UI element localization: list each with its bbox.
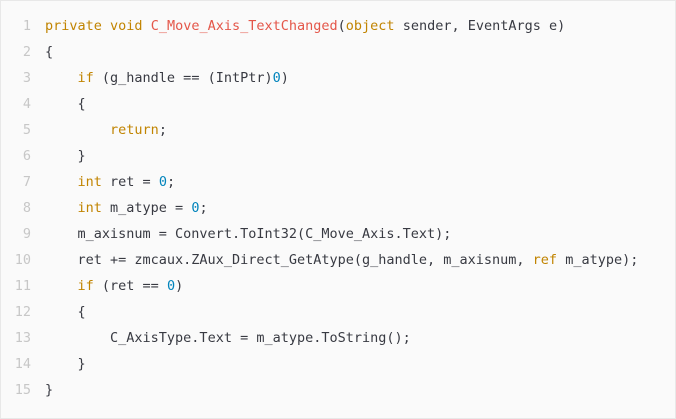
code-token-plain: }: [77, 356, 86, 372]
code-indent: [45, 122, 110, 138]
code-token-plain: sender, EventArgs e): [394, 18, 566, 34]
code-token-kw: int: [77, 200, 102, 216]
code-token-kw: private: [45, 18, 102, 34]
code-indent: [45, 70, 78, 86]
line-number: 8: [22, 200, 31, 216]
code-token-plain: }: [45, 382, 54, 398]
code-line: 6 }: [1, 143, 675, 169]
code-indent: [45, 148, 78, 164]
line-number: 6: [22, 148, 31, 164]
code-token-plain: ): [280, 70, 289, 86]
code-indent: [45, 200, 78, 216]
code-indent: [45, 356, 78, 372]
code-text: if (g_handle == (IntPtr)0): [45, 70, 675, 86]
code-token-plain: {: [77, 96, 86, 112]
code-indent: [45, 226, 78, 242]
code-indent: [45, 330, 110, 346]
code-text: m_axisnum = Convert.ToInt32(C_Move_Axis.…: [45, 226, 675, 242]
code-token-plain: ;: [158, 122, 167, 138]
code-line: 11 if (ret == 0): [1, 273, 675, 299]
code-token-num: 0: [272, 70, 281, 86]
code-line: 13 C_AxisType.Text = m_atype.ToString();: [1, 325, 675, 351]
code-text: }: [45, 382, 675, 398]
code-token-kw: if: [77, 278, 94, 294]
code-token-kw: void: [110, 18, 143, 34]
code-token-num: 0: [166, 278, 176, 294]
code-text: ret += zmcaux.ZAux_Direct_GetAtype(g_han…: [45, 252, 675, 268]
code-indent: [45, 304, 78, 320]
code-token-plain: m_axisnum = Convert.ToInt32(C_Move_Axis.…: [77, 226, 452, 242]
code-text: if (ret == 0): [45, 278, 675, 294]
code-token-num: 0: [191, 200, 200, 216]
code-text: {: [45, 96, 675, 112]
code-text: {: [45, 304, 675, 320]
code-text: }: [45, 356, 675, 372]
code-line: 14 }: [1, 351, 675, 377]
code-line: 2{: [1, 39, 675, 65]
code-text: private void C_Move_Axis_TextChanged(obj…: [45, 18, 675, 34]
code-token-plain: ;: [199, 200, 208, 216]
line-number: 2: [22, 44, 31, 60]
code-token-plain: (: [337, 18, 346, 34]
line-number: 13: [14, 330, 31, 346]
code-token-num: 0: [158, 174, 167, 190]
line-number: 5: [22, 122, 31, 138]
code-token-plain: C_AxisType.Text = m_atype.ToString();: [110, 330, 411, 346]
code-line: 3 if (g_handle == (IntPtr)0): [1, 65, 675, 91]
code-token-plain: ret =: [101, 174, 159, 190]
code-indent: [45, 278, 78, 294]
code-token-plain: {: [45, 44, 54, 60]
code-text: int ret = 0;: [45, 174, 675, 190]
code-line: 1 private void C_Move_Axis_TextChanged(ob…: [1, 13, 675, 39]
code-token-kw: object: [345, 18, 395, 34]
code-text: }: [45, 148, 675, 164]
code-token-plain: ret += zmcaux.ZAux_Direct_GetAtype(g_han…: [77, 252, 533, 268]
line-number: 1: [22, 18, 31, 34]
code-token-kw: ref: [532, 252, 558, 268]
code-token-plain: [102, 18, 110, 34]
code-indent: [45, 174, 78, 190]
code-token-plain: m_atype =: [101, 200, 192, 216]
line-number: 11: [14, 278, 31, 294]
code-text: return;: [45, 122, 675, 138]
code-line: 5 return;: [1, 117, 675, 143]
code-line: 12 {: [1, 299, 675, 325]
code-line: 15}: [1, 377, 675, 403]
code-token-plain: }: [77, 148, 86, 164]
code-text: int m_atype = 0;: [45, 200, 675, 216]
code-token-plain: {: [77, 304, 86, 320]
code-text: {: [45, 44, 675, 60]
code-text: C_AxisType.Text = m_atype.ToString();: [45, 330, 675, 346]
code-token-fn: C_Move_Axis_TextChanged: [150, 18, 338, 34]
code-token-kw: return: [110, 122, 159, 138]
code-token-plain: (g_handle == (IntPtr): [93, 70, 273, 86]
code-token-plain: [143, 18, 151, 34]
code-line: 4 {: [1, 91, 675, 117]
code-line: 7 int ret = 0;: [1, 169, 675, 195]
line-number: 10: [14, 252, 31, 268]
line-number: 9: [22, 226, 31, 242]
code-line: 9 m_axisnum = Convert.ToInt32(C_Move_Axi…: [1, 221, 675, 247]
code-token-plain: m_atype);: [557, 252, 639, 268]
line-number: 4: [22, 96, 31, 112]
line-number: 14: [14, 356, 31, 372]
code-token-plain: ): [175, 278, 184, 294]
code-line: 8 int m_atype = 0;: [1, 195, 675, 221]
code-indent: [45, 96, 78, 112]
line-number: 3: [22, 70, 31, 86]
code-token-kw: int: [77, 174, 102, 190]
code-token-kw: if: [77, 70, 94, 86]
line-number: 12: [14, 304, 31, 320]
line-number: 7: [22, 174, 31, 190]
code-line: 10 ret += zmcaux.ZAux_Direct_GetAtype(g_…: [1, 247, 675, 273]
line-number: 15: [14, 382, 31, 398]
code-token-plain: (ret ==: [93, 278, 167, 294]
code-indent: [45, 252, 78, 268]
code-token-plain: ;: [166, 174, 176, 190]
